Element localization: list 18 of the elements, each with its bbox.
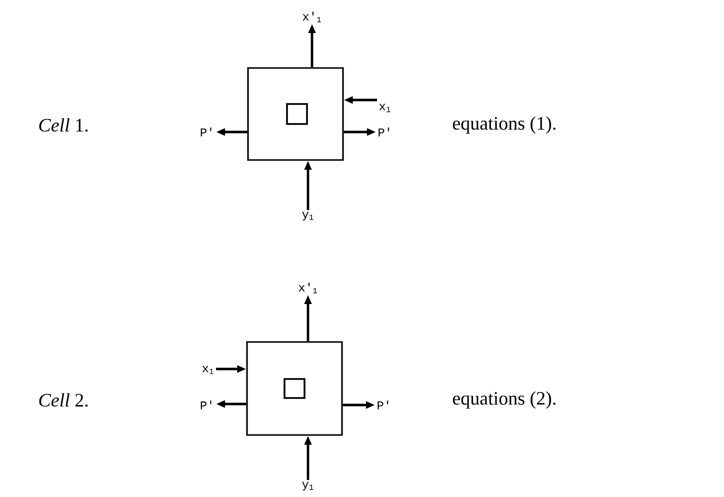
signal-label: P' [378, 400, 388, 410]
inner-square [286, 103, 308, 125]
signal-label: x$_{1}$ [202, 366, 214, 374]
inner-square [284, 378, 306, 399]
signal-label: P' [200, 400, 212, 410]
cell-box [247, 67, 344, 161]
signal-label: x'$_{1}$ [298, 282, 317, 294]
equation-reference: equations (2). [452, 391, 556, 409]
equation-reference: equations (1). [452, 116, 556, 134]
signal-label: x$_{1}$ [379, 104, 390, 112]
cell-label: Cell 1. [39, 118, 88, 132]
signal-label: x'$_{1}$ [302, 12, 321, 22]
signal-label: y$_{1}$ [302, 482, 314, 491]
signal-label: P' [200, 128, 212, 136]
signal-label: y$_{1}$ [302, 212, 314, 221]
cell-box [246, 341, 343, 436]
signal-label: P' [378, 128, 390, 136]
cell-label: Cell 2. [39, 393, 88, 407]
